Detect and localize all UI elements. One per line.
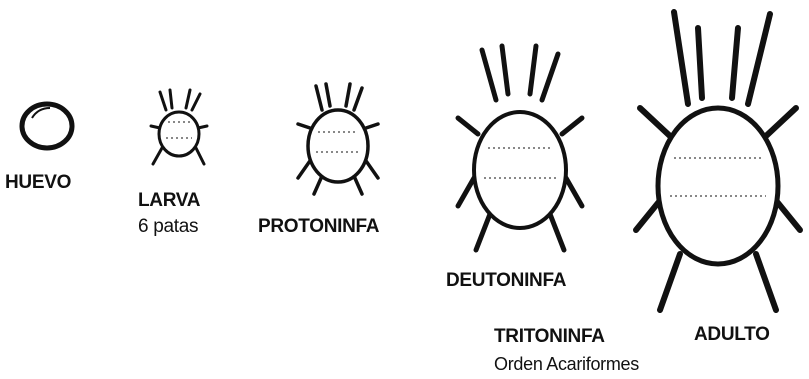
stage-label-protoninfa: PROTONINFA <box>258 216 379 238</box>
stage-sublabel-larva: 6 patas <box>138 216 198 238</box>
stage-label-adulto: ADULTO <box>694 324 770 346</box>
deutonymph-mite-icon <box>452 38 588 256</box>
egg-icon <box>18 100 76 152</box>
larva-mite-icon <box>148 88 210 170</box>
stage-sublabel-tritoninfa: Orden Acariformes <box>494 354 639 375</box>
stage-label-tritoninfa: TRITONINFA <box>494 326 605 348</box>
stage-label-deutoninfa: DEUTONINFA <box>446 270 566 292</box>
protonymph-mite-icon <box>292 80 384 198</box>
stage-label-larva: LARVA <box>138 190 200 212</box>
adult-mite-icon <box>630 8 806 314</box>
stage-label-huevo: HUEVO <box>5 172 71 194</box>
